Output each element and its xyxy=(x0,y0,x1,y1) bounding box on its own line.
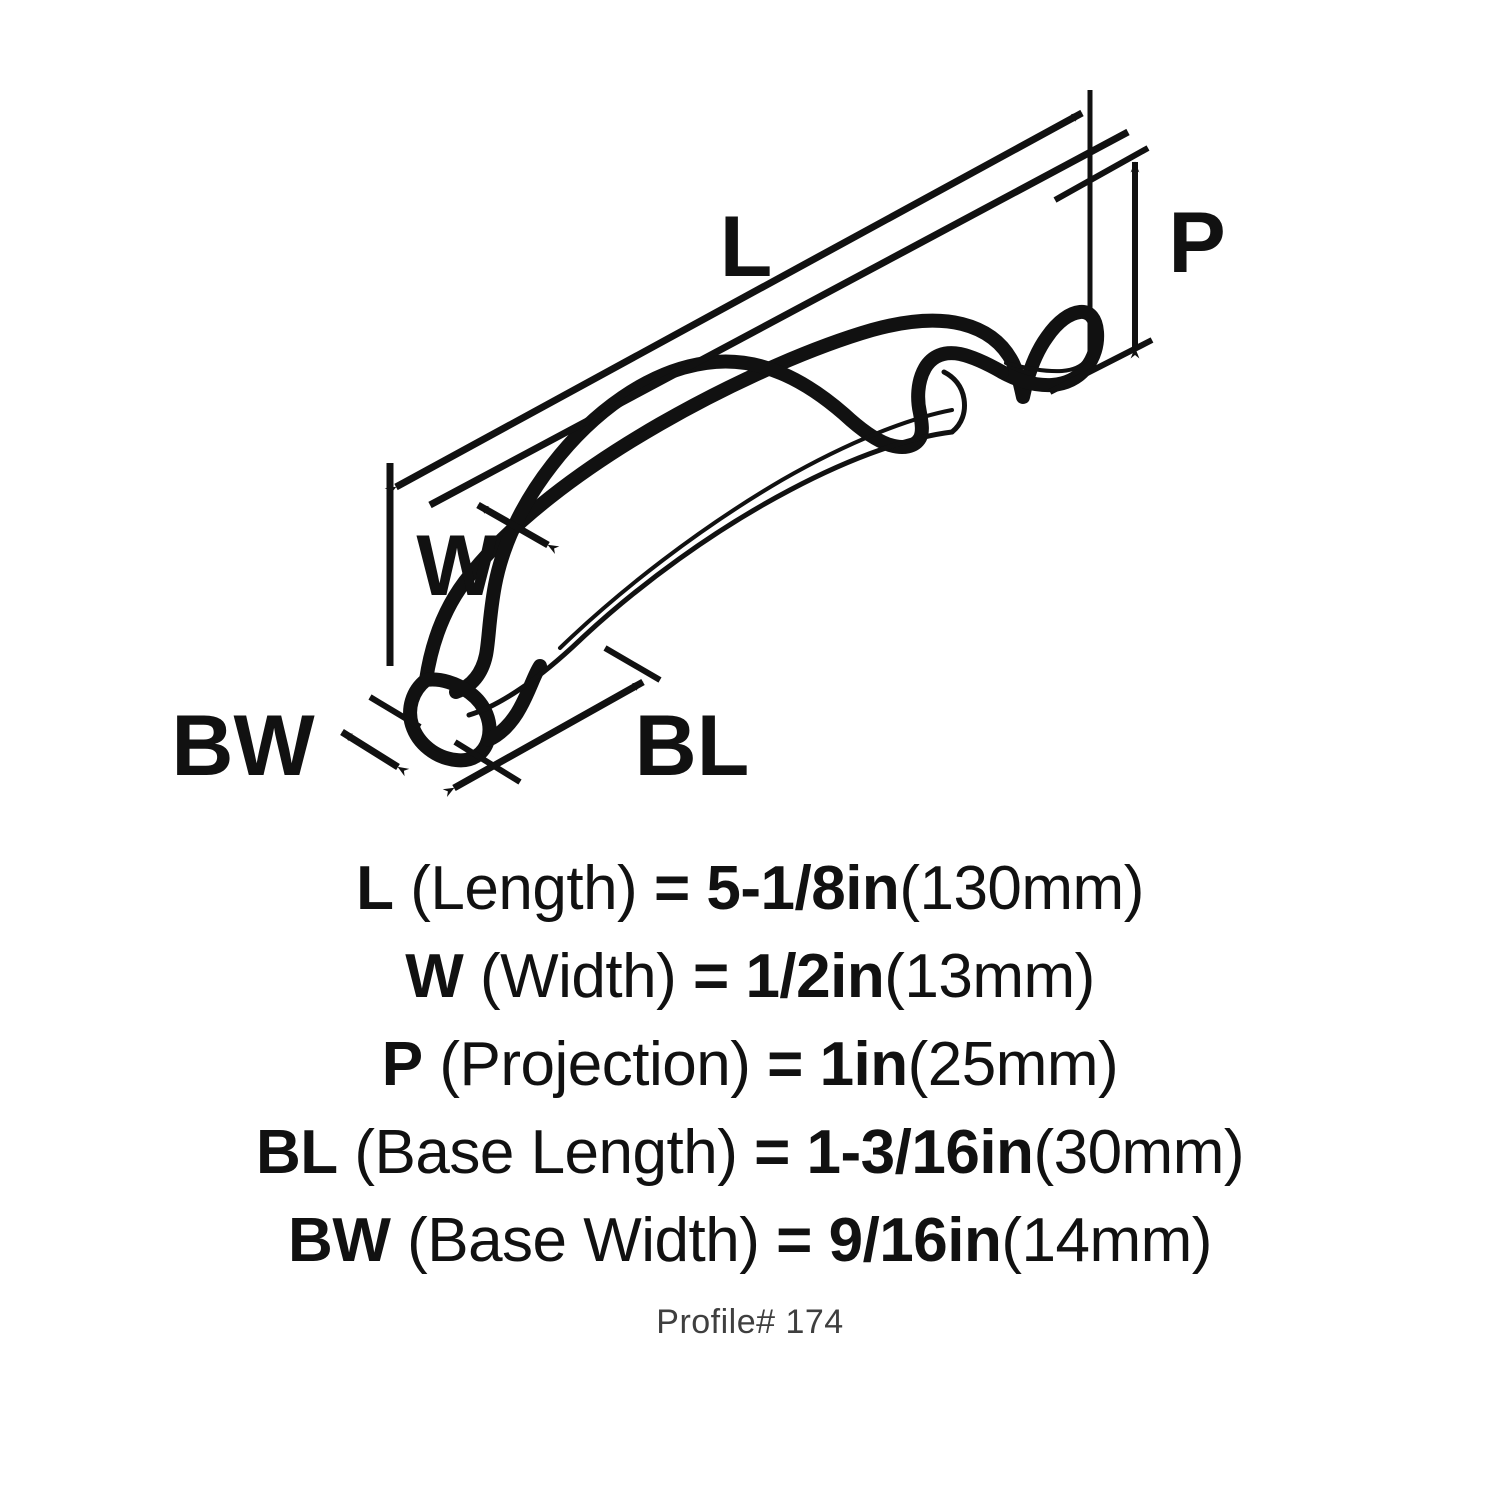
spec-equals: = xyxy=(776,1206,812,1275)
projection-extension-upper xyxy=(1053,145,1150,203)
spec-value-in: 5-1/8in xyxy=(706,854,900,923)
profile-number: Profile# 174 xyxy=(656,1303,844,1341)
dimension-projection: P xyxy=(1048,145,1226,395)
spec-name: (Projection) xyxy=(439,1030,751,1099)
spec-symbol: BW xyxy=(288,1206,391,1275)
spec-name: (Base Length) xyxy=(354,1118,738,1187)
spec-symbol: P xyxy=(381,1030,423,1099)
spec-value-mm: (130mm) xyxy=(899,854,1144,923)
spec-row-base-length: BL (Base Length) = 1-3/16in(30mm) xyxy=(0,1109,1500,1197)
width-dimension-arrow xyxy=(476,501,560,555)
base-length-extension-upper xyxy=(603,645,662,683)
label-L: L xyxy=(720,199,773,295)
handle-illustration xyxy=(403,304,1105,768)
spec-symbol: BL xyxy=(255,1118,338,1187)
base-width-extension-left xyxy=(368,694,422,730)
spec-symbol: W xyxy=(405,942,464,1011)
spec-value-in: 1/2in xyxy=(745,942,885,1011)
dimension-length: L xyxy=(384,90,1130,666)
spec-row-base-width: BW (Base Width) = 9/16in(14mm) xyxy=(0,1197,1500,1285)
length-dimension-arrow xyxy=(384,109,1084,496)
dimension-base-length: BL xyxy=(442,645,750,797)
length-leader-line xyxy=(428,128,1130,509)
label-W: W xyxy=(416,518,498,614)
spec-name: (Width) xyxy=(479,942,677,1011)
base-width-dimension-arrow xyxy=(340,729,410,777)
label-BW: BW xyxy=(171,698,315,794)
spec-row-projection: P (Projection) = 1in(25mm) xyxy=(0,1021,1500,1109)
handle-scroll-facet xyxy=(941,369,967,435)
spec-equals: = xyxy=(767,1030,803,1099)
spec-value-in: 9/16in xyxy=(828,1206,1002,1275)
specification-list: L (Length) = 5-1/8in(130mm) W (Width) = … xyxy=(0,845,1500,1342)
spec-name: (Length) xyxy=(410,854,638,923)
spec-row-length: L (Length) = 5-1/8in(130mm) xyxy=(0,845,1500,933)
spec-row-width: W (Width) = 1/2in(13mm) xyxy=(0,933,1500,1021)
spec-value-mm: (14mm) xyxy=(1001,1206,1212,1275)
dimension-base-width: BW xyxy=(171,694,522,794)
spec-symbol: L xyxy=(356,854,394,923)
spec-value-in: 1in xyxy=(819,1030,909,1099)
spec-value-mm: (25mm) xyxy=(907,1030,1119,1099)
label-P: P xyxy=(1168,195,1225,291)
spec-equals: = xyxy=(692,942,729,1011)
spec-equals: = xyxy=(754,1118,790,1187)
spec-value-in: 1-3/16in xyxy=(806,1118,1034,1187)
spec-value-mm: (13mm) xyxy=(884,942,1095,1011)
spec-value-mm: (30mm) xyxy=(1033,1118,1244,1187)
dimension-width: W xyxy=(416,501,560,614)
label-BL: BL xyxy=(635,698,750,794)
base-length-dimension-arrow xyxy=(442,678,645,797)
spec-equals: = xyxy=(653,854,690,923)
spec-name: (Base Width) xyxy=(407,1206,760,1275)
